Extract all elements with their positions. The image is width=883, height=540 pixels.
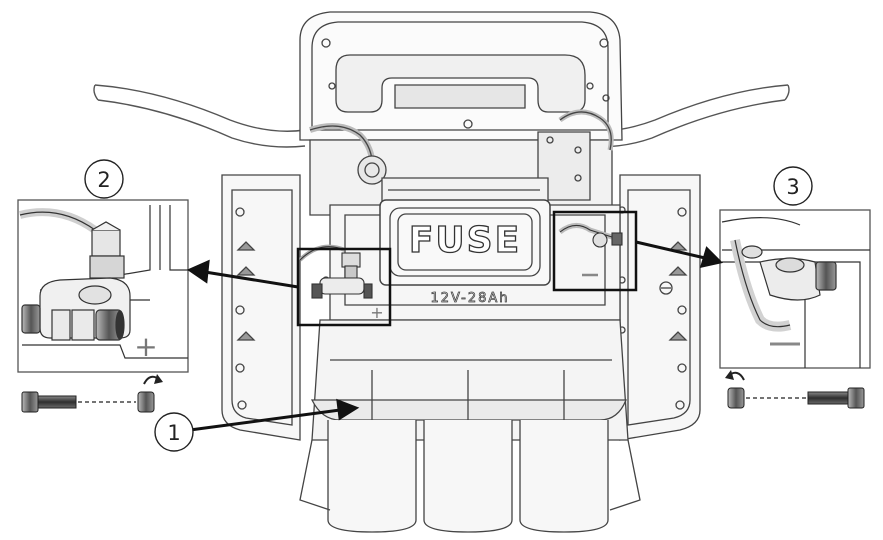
- positive-symbol-main: +: [370, 303, 383, 322]
- callout-1: 1: [154, 412, 194, 452]
- negative-terminal-main: [558, 223, 623, 277]
- callout-1-label: 1: [167, 421, 180, 445]
- detail-panel-positive: [17, 199, 189, 373]
- chassis: [221, 11, 701, 533]
- bolt-positive: [21, 391, 136, 413]
- nut-negative: [725, 370, 745, 409]
- nut-positive: [137, 374, 163, 413]
- callout-3-label: 3: [786, 175, 799, 199]
- battery-rating-label: 12V-28Ah: [430, 291, 509, 306]
- detail-panel-negative: [719, 209, 871, 369]
- callout-3: 3: [773, 166, 813, 206]
- pointer-arrows: [186, 240, 723, 432]
- callout-2: 2: [84, 159, 124, 199]
- bolt-negative: [746, 387, 865, 409]
- fuse-label: FUSE: [409, 220, 521, 261]
- positive-terminal-main: [298, 244, 373, 299]
- positive-symbol-detail: +: [134, 330, 157, 363]
- callout-2-label: 2: [97, 168, 110, 192]
- negative-terminal-highlight-box: [552, 210, 638, 292]
